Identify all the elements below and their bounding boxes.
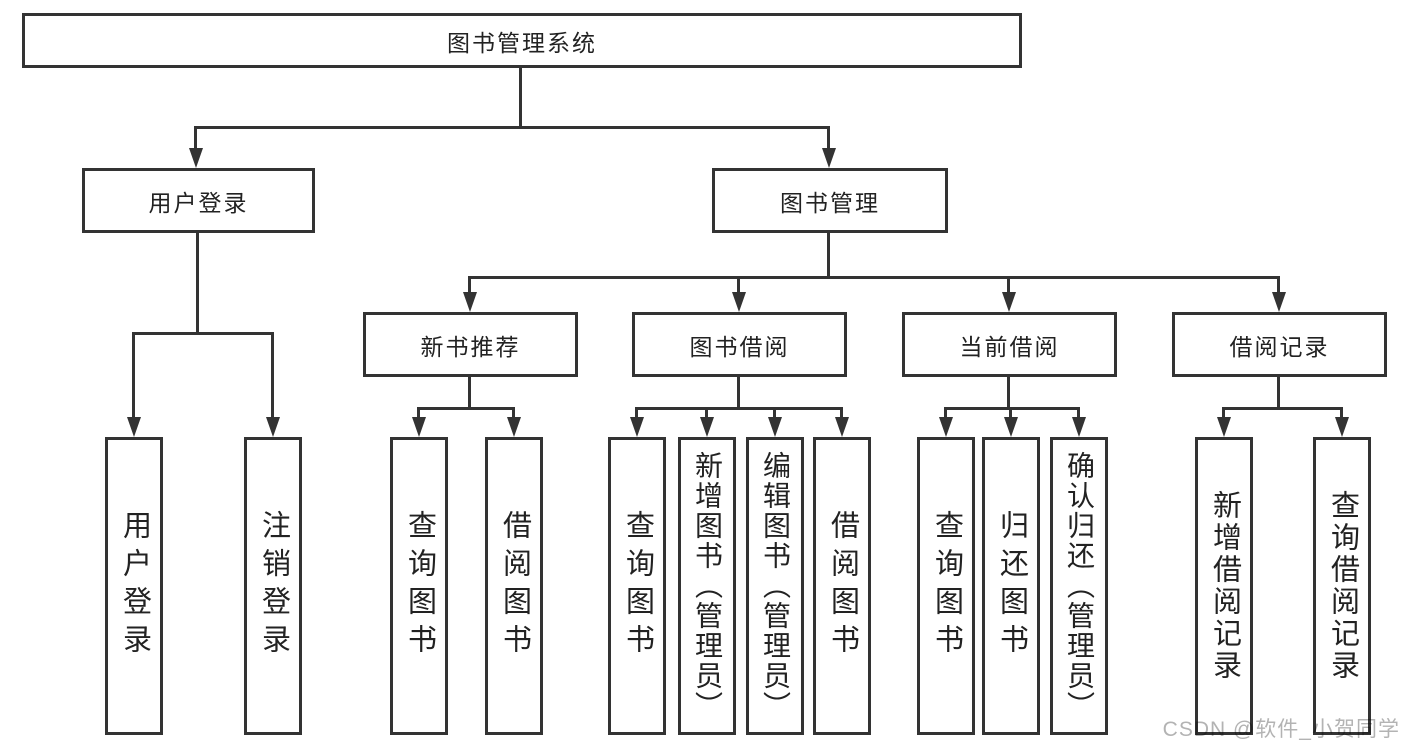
connector-line [1077,407,1080,420]
connector-line [1222,407,1343,410]
connector-line [417,407,515,410]
connector-line [1222,407,1225,420]
leaf-label: 查询图书 [930,510,963,662]
connector-line [1007,377,1010,409]
arrow-down-icon [732,292,746,312]
arrow-down-icon [463,292,477,312]
connector-line [705,407,708,420]
node-current-borrow: 当前借阅 [902,312,1117,377]
node-label: 图书借阅 [689,333,790,360]
connector-line [1340,407,1343,420]
node-label: 图书管理 [780,189,880,216]
arrow-down-icon [822,148,836,168]
node-root-system: 图书管理系统 [22,13,1022,68]
arrow-down-icon [700,417,714,437]
node-label: 用户登录 [148,189,249,216]
leaf-label: 新增图书（管理员） [692,451,723,721]
leaf-label: 查询借阅记录 [1326,490,1359,682]
connector-line [468,377,471,409]
connector-line [1277,377,1280,409]
arrow-down-icon [1004,417,1018,437]
leaf-label: 归还图书 [995,510,1028,662]
leaf-label: 借阅图书 [498,510,531,662]
arrow-down-icon [630,417,644,437]
connector-line [194,126,830,129]
leaf-label: 编辑图书（管理员） [760,451,791,721]
leaf-bb-add-books-admin: 新增图书（管理员） [678,437,736,735]
leaf-label: 查询图书 [621,510,654,662]
connector-line [132,332,274,335]
node-borrow-records: 借阅记录 [1172,312,1387,377]
arrow-down-icon [1335,417,1349,437]
connector-line [519,65,522,128]
leaf-cb-query-books: 查询图书 [917,437,975,735]
connector-line [271,332,274,420]
connector-line [1009,407,1012,420]
leaf-rec-add-record: 新增借阅记录 [1195,437,1253,735]
leaf-rec-query-record: 查询借阅记录 [1313,437,1371,735]
connector-line [773,407,776,420]
arrow-down-icon [939,417,953,437]
node-label: 当前借阅 [959,333,1060,360]
leaf-cb-return-books: 归还图书 [982,437,1040,735]
leaf-bb-edit-books-admin: 编辑图书（管理员） [746,437,804,735]
connector-line [635,407,638,420]
arrow-down-icon [412,417,426,437]
leaf-label: 确认归还（管理员） [1064,451,1095,721]
arrow-down-icon [1272,292,1286,312]
connector-line [737,276,740,295]
connector-line [944,407,947,420]
arrow-down-icon [127,417,141,437]
leaf-label: 用户登录 [118,510,151,662]
arrow-down-icon [1002,292,1016,312]
node-label: 图书管理系统 [447,29,597,56]
csdn-watermark: CSDN @软件_小贺同学 [1162,718,1400,741]
arrow-down-icon [266,417,280,437]
node-label: 借阅记录 [1229,333,1330,360]
node-label: 新书推荐 [420,333,521,360]
leaf-nb-borrow-books: 借阅图书 [485,437,543,735]
connector-line [417,407,420,420]
node-book-management: 图书管理 [712,168,948,233]
connector-line [635,407,843,410]
leaf-label: 查询图书 [403,510,436,662]
leaf-cb-confirm-return-admin: 确认归还（管理员） [1050,437,1108,735]
node-new-book-recommend: 新书推荐 [363,312,578,377]
arrow-down-icon [768,417,782,437]
connector-line [132,332,135,420]
node-user-login: 用户登录 [82,168,315,233]
connector-line [827,233,830,278]
leaf-nb-query-books: 查询图书 [390,437,448,735]
leaf-logout: 注销登录 [244,437,302,735]
leaf-label: 借阅图书 [826,510,859,662]
arrow-down-icon [1217,417,1231,437]
arrow-down-icon [507,417,521,437]
connector-line [827,126,830,152]
leaf-label: 新增借阅记录 [1208,490,1241,682]
connector-line [840,407,843,420]
leaf-bb-query-books: 查询图书 [608,437,666,735]
connector-line [944,407,1080,410]
leaf-label: 注销登录 [257,510,290,662]
node-book-borrow: 图书借阅 [632,312,847,377]
connector-line [468,276,1280,279]
arrow-down-icon [1072,417,1086,437]
connector-line [1277,276,1280,295]
arrow-down-icon [835,417,849,437]
connector-line [1007,276,1010,295]
arrow-down-icon [189,148,203,168]
connector-line [194,126,197,152]
connector-line [737,377,740,409]
leaf-user-login: 用户登录 [105,437,163,735]
connector-line [468,276,471,295]
leaf-bb-borrow-books: 借阅图书 [813,437,871,735]
connector-line [196,233,199,334]
connector-line [512,407,515,420]
